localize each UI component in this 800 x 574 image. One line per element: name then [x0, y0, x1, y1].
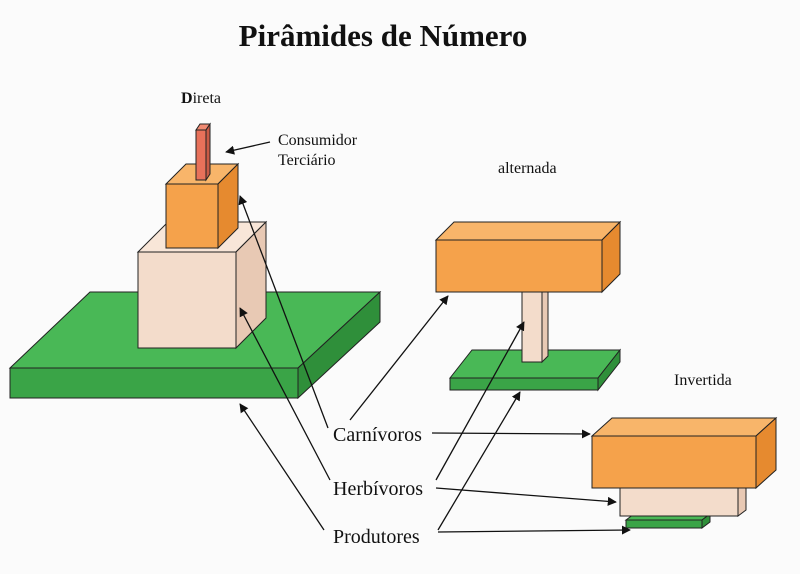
label-alternada: alternada [498, 160, 557, 177]
arrow-herbivore-alternate [435, 321, 525, 481]
page-title: Pirâmides de Número [238, 18, 528, 53]
label-herbivoros: Herbívoros [333, 478, 423, 500]
alternate-carnivore-block [434, 220, 622, 294]
label-consumidor-line1: Consumidor [278, 132, 358, 149]
direct-tertiary-block [195, 122, 211, 182]
arrow-producer-inverted [437, 525, 631, 535]
alternate-pyramid [434, 220, 622, 392]
arrow-herbivore-direct [239, 307, 331, 481]
label-produtores: Produtores [333, 526, 420, 548]
arrows [225, 141, 631, 535]
arrow-carnivore-alternate [349, 295, 449, 421]
inverted-pyramid [590, 416, 778, 529]
alternate-producer-block [448, 348, 622, 392]
alternate-herbivore-block [520, 284, 550, 364]
direct-carnivore-block [164, 162, 240, 250]
arrow-producer-alternate [437, 391, 521, 531]
arrow-producer-direct [239, 403, 325, 531]
label-direta-text: Direta [181, 90, 221, 107]
label-invertida: Invertida [674, 372, 732, 389]
arrow-herbivore-inverted [435, 487, 617, 506]
arrow-carnivore-inverted [431, 429, 591, 439]
inverted-carnivore-block [590, 416, 778, 490]
label-consumidor-line2: Terciário [278, 152, 336, 169]
label-direta: Direta [181, 90, 221, 108]
arrow-tertiary [225, 141, 271, 155]
arrow-carnivore-direct [238, 195, 329, 429]
label-carnivoros: Carnívoros [333, 424, 422, 446]
